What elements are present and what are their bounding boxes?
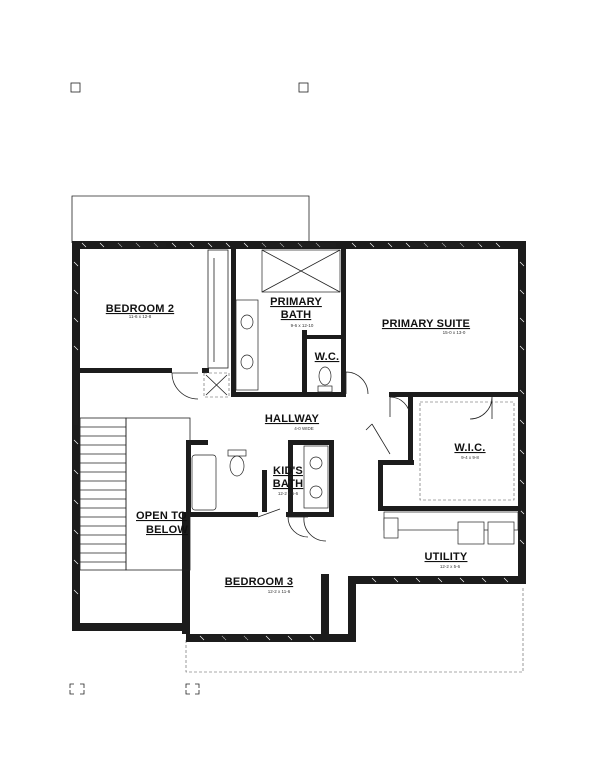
kids-bath-label-line2: BATH <box>273 478 304 490</box>
wc-toilet <box>317 366 333 393</box>
bedroom3-label: BEDROOM 3 <box>225 576 293 588</box>
closet-bedroom2 <box>207 249 229 369</box>
interior-walls <box>80 249 521 636</box>
linen-closet <box>203 372 230 398</box>
bedroom2-dims: 11-6 x 12-8 <box>129 314 152 319</box>
primary-bath-label-line1: PRIMARY <box>270 296 322 308</box>
roof-outline-bottom <box>185 586 524 673</box>
kids-vanity <box>303 445 329 509</box>
primary-bath-dims: 9-6 x 12-10 <box>291 323 314 328</box>
corner-marker-bottom-left <box>69 683 85 695</box>
hallway-label: HALLWAY <box>265 413 320 425</box>
utility-counter <box>383 511 519 545</box>
kids-tub <box>191 454 217 511</box>
windows <box>74 243 524 640</box>
primary-suite-dims: 15-0 x 13-0 <box>443 330 466 335</box>
kids-bath-label-line1: KID'S <box>273 465 303 477</box>
primary-vanity <box>235 299 259 391</box>
bedroom3-dims: 12-2 x 11-6 <box>268 589 291 594</box>
wall-hatching <box>73 242 525 641</box>
open-to-below-line1: OPEN TO <box>136 510 187 522</box>
door-swings <box>171 371 493 542</box>
linen-closet-x <box>205 374 228 396</box>
corner-marker-bottom-mid <box>185 683 200 695</box>
utility-label: UTILITY <box>425 551 468 563</box>
wc-label: W.C. <box>315 351 340 363</box>
utility-dims: 12-2 x 5-6 <box>440 564 461 569</box>
wic-shelf <box>419 401 515 501</box>
hallway-dims: 4-0 WIDE <box>294 426 314 431</box>
kids-toilet <box>227 449 247 477</box>
roof-outline-top <box>71 195 310 243</box>
open-to-below-line2: BELOW <box>146 524 188 536</box>
wic-dims: 9-4 x 9-8 <box>461 455 479 460</box>
corner-marker-top-left <box>70 82 81 93</box>
kids-bath-dims: 12-2 x 5-6 <box>278 491 299 496</box>
wic-label: W.I.C. <box>454 442 485 454</box>
bedroom2-label: BEDROOM 2 <box>106 303 174 315</box>
primary-shower <box>261 249 341 293</box>
primary-bath-label-line2: BATH <box>281 309 312 321</box>
stairs <box>79 417 191 571</box>
corner-marker-top-right <box>298 82 309 93</box>
exterior-walls <box>72 241 526 642</box>
primary-suite-label: PRIMARY SUITE <box>382 318 470 330</box>
